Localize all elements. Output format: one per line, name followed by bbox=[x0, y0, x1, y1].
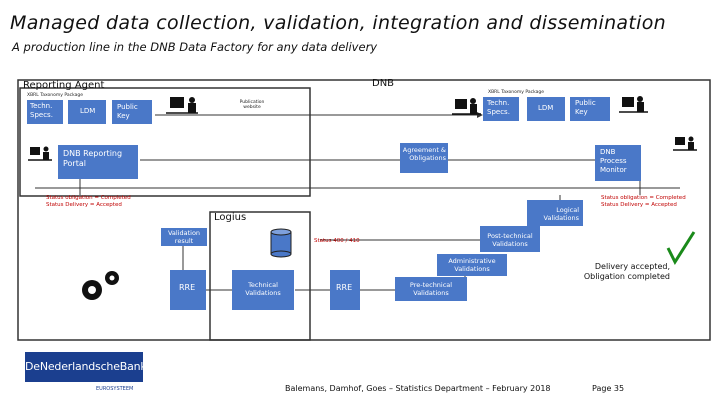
gears-icon bbox=[82, 271, 119, 300]
portal-desk-icon bbox=[28, 146, 52, 161]
dnb-ldm: LDM bbox=[527, 97, 565, 121]
dnb-techn-specs: Techn. Specs. bbox=[483, 97, 519, 121]
delivery-note-line2: Obligation completed bbox=[583, 272, 670, 281]
dnb-taxonomy-label: XBRL Taxonomy Package bbox=[488, 90, 545, 95]
agreement-obligations: Agreement & Obligations bbox=[400, 143, 448, 173]
reporting-portal: DNB Reporting Portal bbox=[58, 145, 138, 179]
dnb-status-obligation: Status obligation = Completed bbox=[601, 195, 686, 201]
logius-label: Logius bbox=[214, 212, 247, 223]
reporting-agent-desk-icon bbox=[166, 97, 198, 114]
ra-techn-specs: Techn. Specs. bbox=[27, 100, 63, 124]
post-technical-validations: Post-technical Validations bbox=[480, 226, 540, 252]
ra-status-obligation: Status obligation = Completed bbox=[46, 195, 131, 201]
delivery-note-line1: Delivery accepted, bbox=[594, 262, 670, 271]
validation-result: Validation result bbox=[161, 228, 207, 246]
check-icon bbox=[666, 231, 696, 266]
delivery-note: Delivery accepted, Obligation completed bbox=[578, 262, 670, 282]
database-icon bbox=[270, 228, 292, 258]
rre-left: RRE bbox=[170, 270, 206, 310]
dnb-logo: DeNederlandscheBank bbox=[25, 352, 147, 382]
reporting-agent-label: Reporting Agent bbox=[23, 80, 105, 91]
dnb-right-desk-icon bbox=[619, 96, 648, 113]
logius-frame bbox=[209, 211, 311, 341]
reporting-agent-frame bbox=[19, 87, 311, 197]
dnb-status-delivery: Status Delivery = Accepted bbox=[601, 202, 677, 208]
dnb-desk-icon bbox=[452, 98, 481, 115]
dnb-frame bbox=[17, 79, 711, 341]
ra-taxonomy-label: XBRL Taxonomy Package bbox=[27, 93, 84, 98]
process-monitor: DNB Process Monitor bbox=[595, 145, 641, 181]
footer-credit: Balemans, Damhof, Goes – Statistics Depa… bbox=[285, 384, 551, 393]
ra-status-delivery: Status Delivery = Accepted bbox=[46, 202, 122, 208]
ra-ldm: LDM bbox=[68, 100, 106, 124]
administrative-validations: Administrative Validations bbox=[437, 254, 507, 276]
technical-validations: Technical Validations bbox=[232, 270, 294, 310]
eurosystem-label: EUROSYSTEEM bbox=[96, 386, 134, 392]
publication-website-label: Publication website bbox=[239, 100, 265, 110]
pre-technical-validations: Pre-technical Validations bbox=[395, 277, 467, 301]
ra-public-key: Public Key bbox=[112, 100, 152, 124]
page-subtitle: A production line in the DNB Data Factor… bbox=[12, 40, 378, 54]
page-title: Managed data collection, validation, int… bbox=[10, 12, 666, 34]
logical-validations: Logical Validations bbox=[527, 200, 583, 226]
status-error: Status 400 / 410 bbox=[314, 238, 360, 244]
monitor-desk-icon bbox=[673, 136, 697, 151]
page-number: Page 35 bbox=[592, 384, 625, 393]
rre-right: RRE bbox=[330, 270, 360, 310]
dnb-public-key: Public Key bbox=[570, 97, 610, 121]
dnb-label: DNB bbox=[372, 78, 395, 89]
